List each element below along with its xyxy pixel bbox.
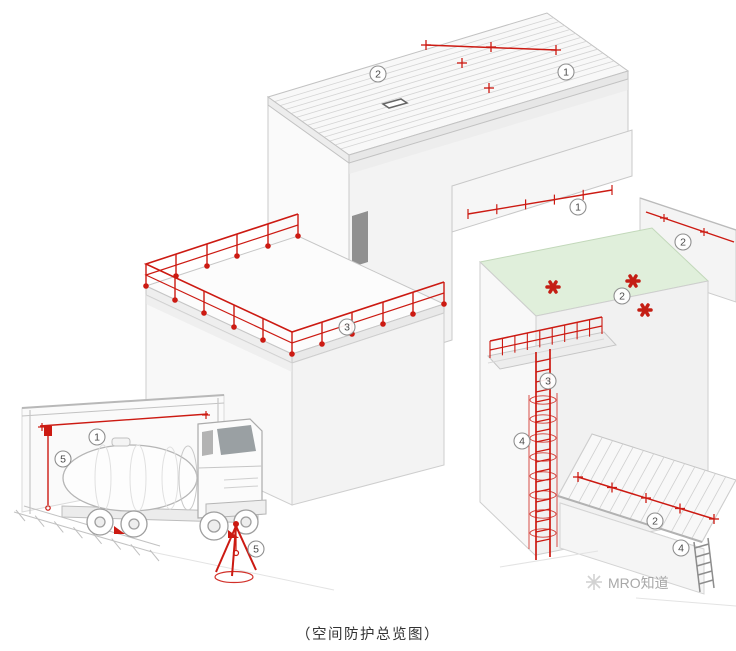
right-roof-lifeline [645,211,735,243]
lifeline-anchors [573,472,719,524]
svg-text:2: 2 [680,237,686,249]
tanker-truck [61,418,267,541]
marker-roof-edge-guardrail: 3 [338,318,356,336]
svg-text:5: 5 [60,454,66,466]
svg-text:4: 4 [678,543,684,555]
dock-edge-hatching [15,509,160,562]
tank-manhole [111,437,131,447]
svg-text:3: 3 [545,376,551,388]
mro-logo-icon [586,574,602,590]
svg-text:5: 5 [253,544,259,556]
lifeline-stanchions [467,185,613,219]
guardrail-posts [489,317,603,358]
svg-text:2: 2 [652,516,658,528]
marker-loading-rail-lifeline: 1 [88,428,106,446]
platform-guardrail [489,316,603,358]
ground-lines [151,550,736,607]
marker-corrugated-roof-lifeline: 2 [646,512,664,530]
ladder-cage-hoops [529,395,557,538]
truck-wheels [86,508,259,541]
svg-text:1: 1 [94,432,100,444]
watermark: MRO知道 [586,574,669,591]
marker-vertical-lifeline: 5 [54,450,72,468]
wheel-chock [114,526,125,534]
side-window [202,430,213,456]
vertical-retractable-lifeline [44,426,52,511]
marker-green-roof-anchors: 2 [613,287,631,305]
diagram-caption: （空间防护总览图） [296,626,440,643]
marker-parapet-lifeline: 1 [569,198,587,216]
parapet-lifeline [467,185,613,219]
marker-tripod: 5 [247,540,265,558]
marker-eave-ladder: 4 [672,539,690,557]
eave-ladder [693,537,715,593]
svg-text:2: 2 [375,69,381,81]
roof-edge-guardrail [143,213,447,357]
marker-roof-horizontal-lifeline: 2 [369,65,387,83]
corrugation-lines [557,433,736,543]
green-roof-anchors [545,274,653,317]
marker-roof-edge-anchor: 1 [557,63,575,81]
watermark-text: MRO知道 [608,575,669,591]
svg-text:2: 2 [619,291,625,303]
guardrail-counterweights [143,233,447,357]
roof-hatch [381,98,409,109]
svg-text:4: 4 [519,436,525,448]
roof-access-door [352,211,368,267]
ladder-rungs [694,543,714,585]
roof-seam-lines [274,17,620,150]
svg-text:3: 3 [344,322,350,334]
marker-right-roof-lifeline: 2 [674,233,692,251]
lifeline-anchors [660,214,708,236]
roof-anchor-points [421,40,561,93]
corrugated-roof-lifeline [573,472,719,524]
tripod [214,521,257,584]
marker-caged-ladder: 4 [513,432,531,450]
access-platform [487,316,617,370]
roof-lifeline [421,40,561,93]
annex-parapet [451,129,633,233]
svg-text:1: 1 [575,202,581,214]
guardrail-posts [145,214,445,354]
svg-text:1: 1 [563,67,569,79]
marker-platform-guardrail: 3 [539,372,557,390]
windshield [217,425,256,455]
